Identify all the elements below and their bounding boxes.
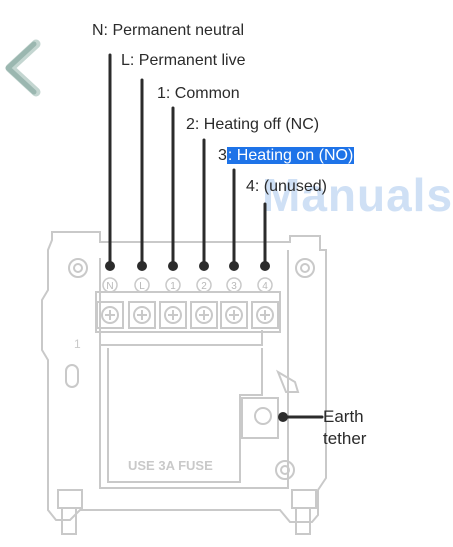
- terminal-dot-4: [260, 261, 270, 271]
- terminal-screw-l: [133, 306, 151, 324]
- terminal-screw-4: [256, 306, 274, 324]
- terminal-screw-n: [101, 306, 119, 324]
- terminal-letter-n: N: [106, 281, 113, 292]
- terminal-screw-slot-l: [137, 310, 147, 320]
- fuse-label: USE 3A FUSE: [128, 458, 213, 473]
- terminal-dot-3: [229, 261, 239, 271]
- terminal-screw-slot-4: [260, 310, 270, 320]
- terminal-screw-box-3: [220, 301, 248, 329]
- terminal-letter-2: 2: [201, 281, 207, 292]
- terminal-letter-3: 3: [231, 281, 237, 292]
- terminal-letter-4: 4: [262, 281, 268, 292]
- terminal-screw-slot-2: [199, 310, 209, 320]
- terminal-screw-box-l: [128, 301, 156, 329]
- label-heating-off: 2: Heating off (NC): [186, 116, 320, 133]
- terminal-screw-1: [164, 306, 182, 324]
- terminal-screw-slot-n: [105, 310, 115, 320]
- terminal-screw-3: [225, 306, 243, 324]
- terminal-screw-box-2: [190, 301, 218, 329]
- terminal-ring-l: [134, 277, 150, 293]
- terminal-ring-2: [196, 277, 212, 293]
- terminal-screw-box-n: [96, 301, 124, 329]
- watermark-text: Manuals: [262, 169, 453, 221]
- terminal-dot-2: [199, 261, 209, 271]
- earth-label-line2: tether: [323, 429, 367, 448]
- label-common: 1: Common: [157, 85, 240, 102]
- label-live: L: Permanent live: [121, 52, 246, 69]
- terminal-dot-earth: [278, 412, 288, 422]
- terminal-screw-box-1: [159, 301, 187, 329]
- terminal-ring-n: [102, 277, 118, 293]
- terminal-dot-1: [168, 261, 178, 271]
- terminal-dot-n: [105, 261, 115, 271]
- terminal-dot-l: [137, 261, 147, 271]
- terminal-ring-4: [257, 277, 273, 293]
- terminal-ring-1: [165, 277, 181, 293]
- terminal-letter-l: L: [139, 281, 145, 292]
- label-unused: 4: (unused): [246, 178, 327, 195]
- selected-text-highlight: : Heating on (NO): [226, 147, 355, 164]
- terminal-screw-slot-1: [168, 310, 178, 320]
- label-heating-on: 3: Heating on (NO): [218, 146, 355, 165]
- earth-label-line1: Earth: [323, 407, 364, 426]
- label-neutral: N: Permanent neutral: [92, 22, 245, 39]
- terminal-screw-slot-3: [229, 310, 239, 320]
- terminal-ring-3: [226, 277, 242, 293]
- plate-marker: 1: [74, 337, 81, 351]
- earth-tether-label: Earth tether: [323, 406, 366, 450]
- label-heating-on-prefix: 3: [218, 147, 227, 164]
- chevron-left-icon[interactable]: [2, 38, 46, 98]
- terminal-screw-2: [195, 306, 213, 324]
- terminal-screw-box-4: [251, 301, 279, 329]
- terminal-letter-1: 1: [170, 281, 176, 292]
